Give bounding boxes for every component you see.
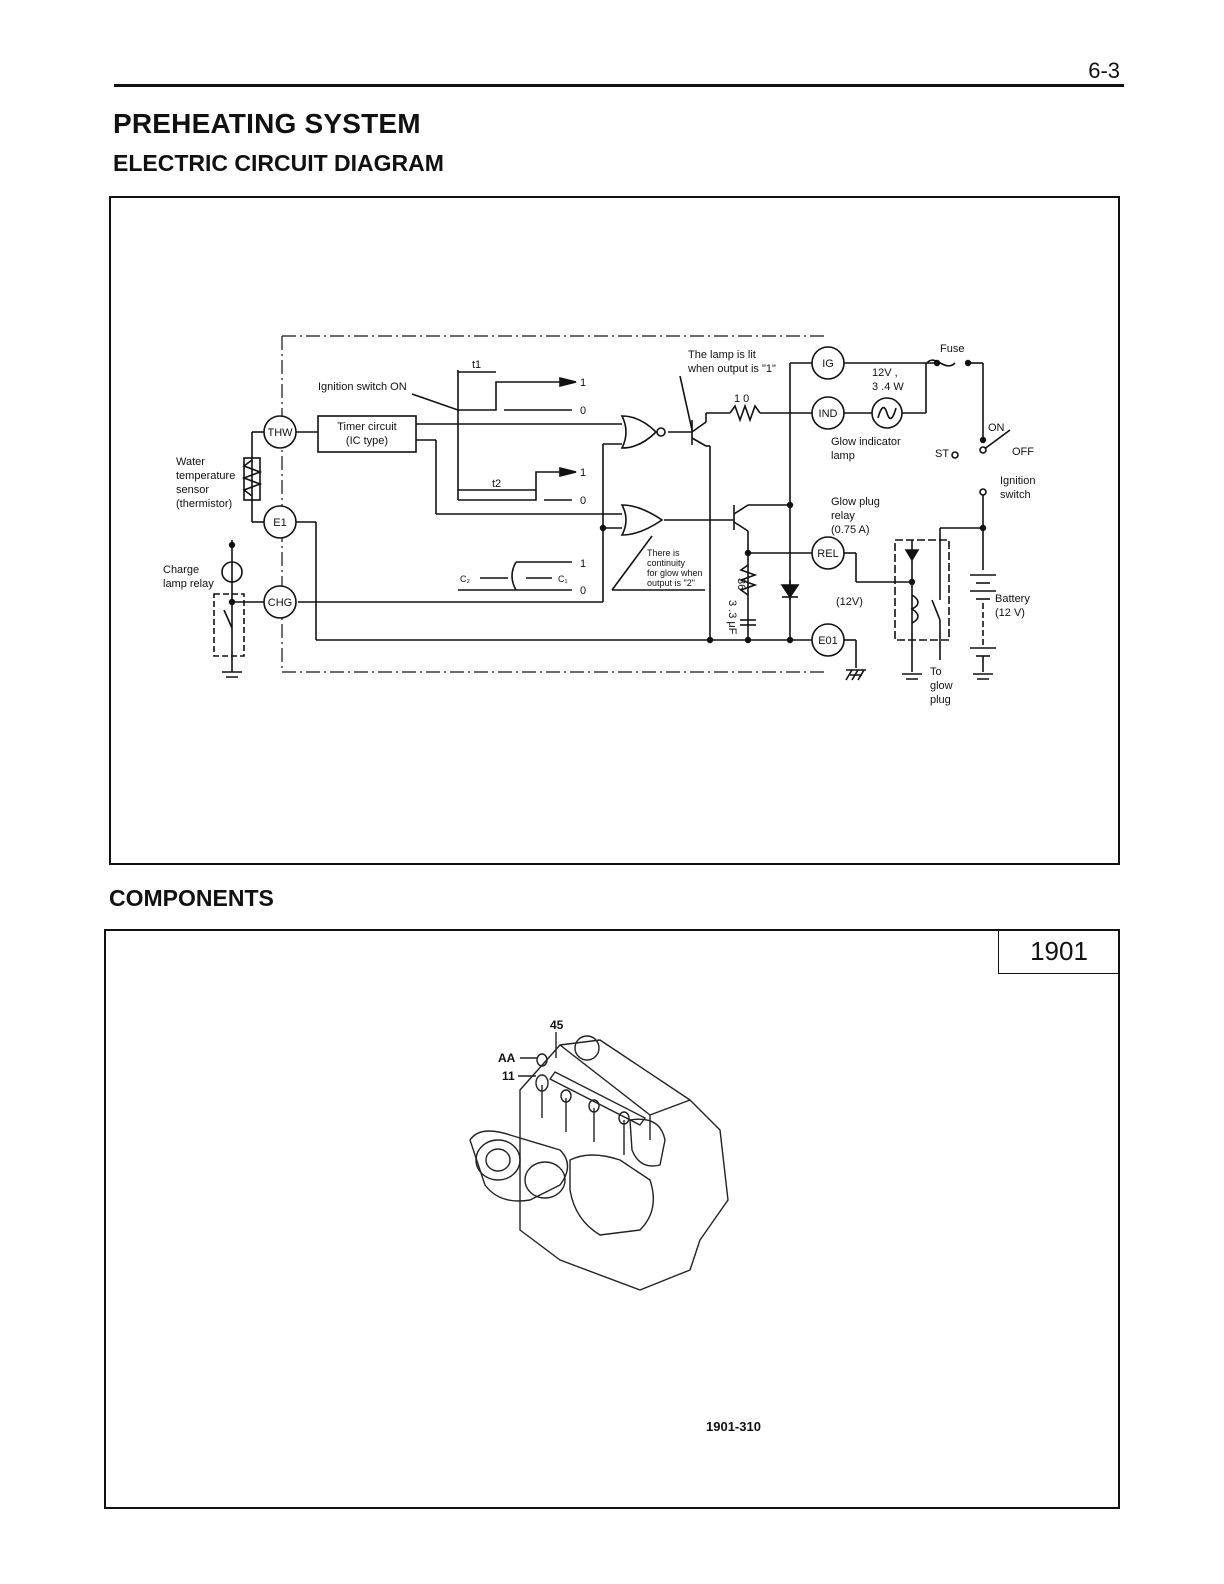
glow-plug-line-3: plug bbox=[930, 694, 951, 706]
glow-plug-line-2: glow bbox=[930, 680, 953, 692]
timer-label-line-2: (IC type) bbox=[346, 435, 388, 447]
charge-relay-line-2: lamp relay bbox=[163, 578, 214, 590]
water-sensor-line-2: temperature bbox=[176, 470, 235, 482]
st-label: ST bbox=[935, 448, 949, 460]
water-sensor-line-1: Water bbox=[176, 456, 205, 468]
c1-label: C₁ bbox=[558, 574, 568, 584]
continuity-line-2: continuity bbox=[647, 558, 686, 568]
page-title: PREHEATING SYSTEM bbox=[113, 108, 421, 139]
t1-label: t1 bbox=[472, 359, 481, 371]
wave3-low: 0 bbox=[580, 585, 586, 597]
continuity-line-1: There is bbox=[647, 548, 680, 558]
terminal-rel: REL bbox=[817, 548, 838, 560]
terminal-thw: THW bbox=[267, 427, 293, 439]
wave1-low: 0 bbox=[580, 405, 586, 417]
timer-label-line-1: Timer circuit bbox=[337, 421, 396, 433]
relay-voltage-label: (12V) bbox=[836, 596, 863, 608]
charge-relay-line-1: Charge bbox=[163, 564, 199, 576]
on-label: ON bbox=[988, 422, 1005, 434]
fuse-label: Fuse bbox=[940, 343, 964, 355]
callout-45: 45 bbox=[550, 1018, 564, 1032]
callout-11: 11 bbox=[502, 1069, 515, 1083]
figure-code: 1901-310 bbox=[706, 1419, 761, 1434]
glow-relay-line-1: Glow plug bbox=[831, 496, 880, 508]
terminal-ind: IND bbox=[819, 408, 838, 420]
continuity-line-3: for glow when bbox=[647, 568, 703, 578]
callout-aa: AA bbox=[498, 1051, 516, 1065]
battery-line-2: (12 V) bbox=[995, 607, 1025, 619]
water-sensor-line-3: sensor bbox=[176, 484, 209, 496]
lamp-rating-line-1: 12V , bbox=[872, 367, 898, 379]
battery-line-1: Battery bbox=[995, 593, 1030, 605]
glow-indicator-line-2: lamp bbox=[831, 450, 855, 462]
terminal-e1: E1 bbox=[273, 517, 286, 529]
off-label: OFF bbox=[1012, 446, 1034, 458]
glow-indicator-line-1: Glow indicator bbox=[831, 436, 901, 448]
lamp-note-line-2: when output is "1" bbox=[687, 363, 776, 375]
header-rule bbox=[114, 84, 1124, 87]
wave3-high: 1 bbox=[580, 558, 586, 570]
lamp-note-line-1: The lamp is lit bbox=[688, 349, 756, 361]
ignition-on-label: Ignition switch ON bbox=[318, 381, 407, 393]
ignition-switch-line-2: switch bbox=[1000, 489, 1031, 501]
lamp-rating-line-2: 3 .4 W bbox=[872, 381, 904, 393]
wave2-high: 1 bbox=[580, 467, 586, 479]
section-subtitle: ELECTRIC CIRCUIT DIAGRAM bbox=[113, 150, 444, 176]
glow-relay-line-3: (0.75 A) bbox=[831, 524, 870, 536]
circuit-diagram-frame bbox=[109, 196, 1120, 865]
components-frame bbox=[104, 929, 1120, 1509]
terminal-ig: IG bbox=[822, 358, 834, 370]
terminal-chg: CHG bbox=[268, 597, 292, 609]
terminal-e01: E01 bbox=[818, 635, 838, 647]
wave2-low: 0 bbox=[580, 495, 586, 507]
water-sensor-line-4: (thermistor) bbox=[176, 498, 232, 510]
wave1-high: 1 bbox=[580, 377, 586, 389]
c2-label: C₂ bbox=[460, 574, 470, 584]
section-code-box: 1901 bbox=[998, 930, 1119, 974]
components-heading: COMPONENTS bbox=[109, 885, 274, 911]
continuity-line-4: output is "2" bbox=[647, 578, 695, 588]
resistor-10-label: 1 0 bbox=[734, 393, 749, 405]
t2-label: t2 bbox=[492, 478, 501, 490]
capacitor-label: 3 .3 μF bbox=[726, 600, 738, 635]
glow-plug-line-1: To bbox=[930, 666, 942, 678]
ignition-switch-line-1: Ignition bbox=[1000, 475, 1035, 487]
resistor-36-label: 36 bbox=[735, 578, 747, 590]
page-number: 6-3 bbox=[1088, 58, 1120, 83]
glow-relay-line-2: relay bbox=[831, 510, 855, 522]
